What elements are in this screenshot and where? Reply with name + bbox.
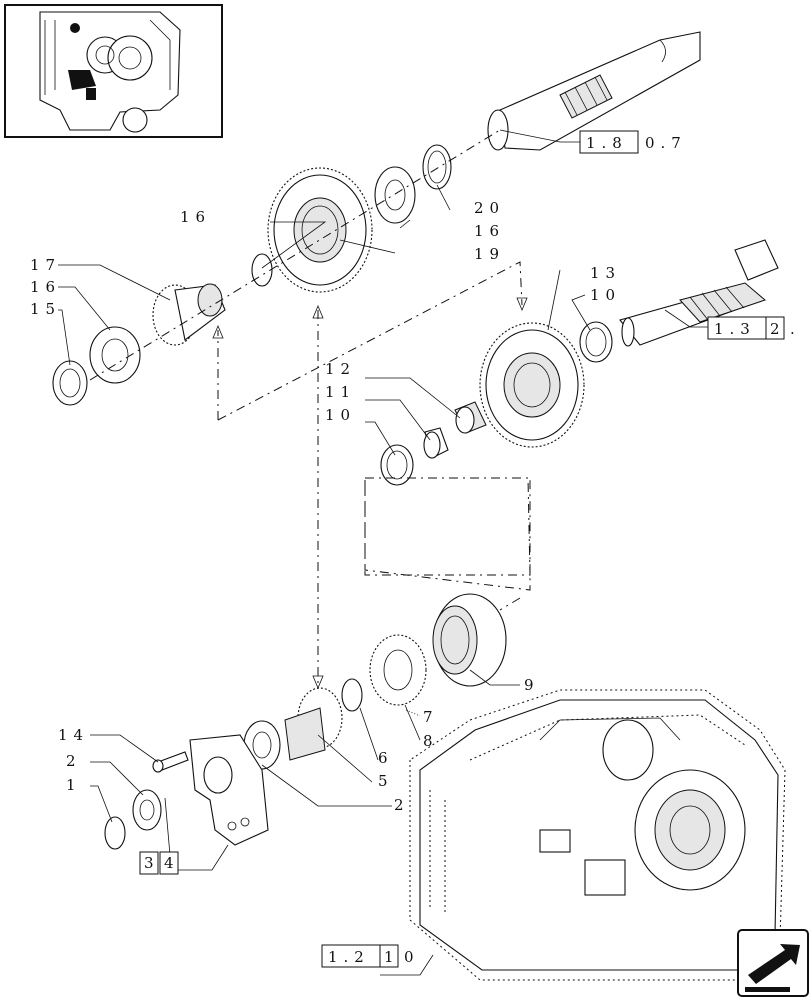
callout-9: 9 <box>524 676 540 694</box>
gear-8 <box>369 634 427 706</box>
gear-19 <box>267 167 373 293</box>
leader-lines <box>58 129 708 976</box>
callout-2-lower: 2 <box>394 796 410 814</box>
callout-19: 19 <box>474 245 505 263</box>
support-bracket-3 <box>189 734 269 846</box>
ref-132-rest: . <box>790 320 801 338</box>
washer-10-right <box>579 321 613 363</box>
callout-10-right: 10 <box>590 286 621 304</box>
output-shaft <box>487 31 701 151</box>
ref-1210-rest: 0 <box>404 948 420 966</box>
bearing-16-top <box>374 166 416 224</box>
callout-16-left: 16 <box>30 278 61 296</box>
snap-ring-6 <box>341 678 363 712</box>
ref-132[interactable]: 1.3 2 . <box>707 316 801 340</box>
bolt-14 <box>152 751 189 773</box>
bushing-11 <box>423 427 449 459</box>
ref-1210-boxed: 1.2 <box>328 948 370 966</box>
ref-1807[interactable]: 1.8 0.7 <box>579 130 687 154</box>
callout-4: 4 <box>164 854 180 872</box>
callout-13: 13 <box>590 264 621 282</box>
snap-ring-20 <box>422 144 452 190</box>
callout-8: 8 <box>423 732 439 750</box>
bearing-16-left <box>89 326 141 384</box>
callout-3-4: 3 4 <box>139 851 180 875</box>
callout-15: 15 <box>30 300 61 318</box>
callout-labels: 16 17 16 15 20 16 19 13 10 12 11 10 9 7 … <box>30 199 621 814</box>
ref-132-boxed: 1.3 <box>714 320 756 338</box>
sleeve-9 <box>432 593 507 687</box>
callout-5: 5 <box>378 772 394 790</box>
needle-bearing-12 <box>454 401 487 434</box>
next-page-arrow-icon[interactable] <box>737 929 809 997</box>
alignment-lines <box>89 129 531 690</box>
transmission-housing <box>409 689 786 981</box>
gear-5 <box>284 687 343 761</box>
snap-ring-18 <box>251 253 273 287</box>
gear-17 <box>152 283 226 346</box>
callout-11: 11 <box>325 383 356 401</box>
snap-ring-1 <box>104 816 126 850</box>
ref-1210[interactable]: 1.2 1 0 <box>321 944 420 968</box>
bearing-2-left <box>132 789 162 831</box>
callout-1: 1 <box>66 776 82 794</box>
ref-1807-boxed: 1.8 <box>586 134 628 152</box>
gear-13 <box>479 322 585 448</box>
callout-12: 12 <box>325 360 356 378</box>
callout-2-left: 2 <box>66 752 82 770</box>
callout-17: 17 <box>30 256 61 274</box>
callout-6: 6 <box>378 749 394 767</box>
washer-15 <box>52 360 88 406</box>
location-thumbnail <box>4 4 223 138</box>
callout-16-top: 16 <box>474 222 505 240</box>
washer-10-mid <box>380 444 414 486</box>
ref-132-mid: 2 <box>770 320 786 338</box>
pinion-shaft <box>619 239 779 347</box>
callout-18: 16 <box>180 208 211 226</box>
ref-1210-mid: 1 <box>384 948 400 966</box>
callout-14: 14 <box>58 726 89 744</box>
callout-3: 3 <box>144 854 160 872</box>
callout-7: 7 <box>423 708 439 726</box>
callout-20: 20 <box>474 199 505 217</box>
callout-10-mid: 10 <box>325 406 356 424</box>
ref-1807-rest: 0.7 <box>645 134 687 152</box>
